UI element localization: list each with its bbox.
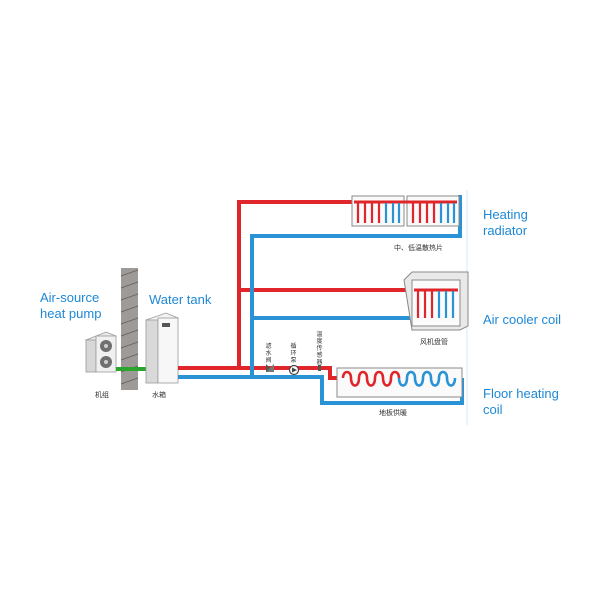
water-tank-label: Water tank xyxy=(149,292,212,307)
floor-heating-coil-label: Floor heating coil xyxy=(483,386,559,417)
air-cooler-coil-label: Air cooler coil xyxy=(483,312,562,327)
fan-coil-icon xyxy=(403,271,469,331)
filter-valve-caption: 滤水阀 xyxy=(265,343,272,364)
temperature-sensor-icon xyxy=(318,365,321,371)
tank-caption: 水箱 xyxy=(152,391,166,399)
heating-radiator-label: Heating radiator xyxy=(483,207,528,238)
floor-coil-icon xyxy=(336,367,463,398)
fan-coil-caption: 风机盘管 xyxy=(420,338,448,346)
radiator-icon xyxy=(351,195,460,227)
filter-valve-icon xyxy=(266,364,274,372)
wall xyxy=(120,268,139,390)
circulation-pump-icon xyxy=(288,364,300,376)
heat-pump-unit xyxy=(84,331,118,373)
sensor-caption: 温度传感器 xyxy=(316,331,323,366)
heat-pump-label: Air-source heat pump xyxy=(40,290,102,321)
refrigerant-link xyxy=(116,367,150,371)
pump-caption: 循环泵 xyxy=(290,343,297,364)
supply-pipes xyxy=(178,200,414,380)
floor-caption: 地板供暖 xyxy=(379,409,407,417)
unit-caption: 机组 xyxy=(95,391,109,399)
radiator-caption: 中、低温散热片 xyxy=(394,244,443,252)
water-tank-unit xyxy=(144,312,180,384)
